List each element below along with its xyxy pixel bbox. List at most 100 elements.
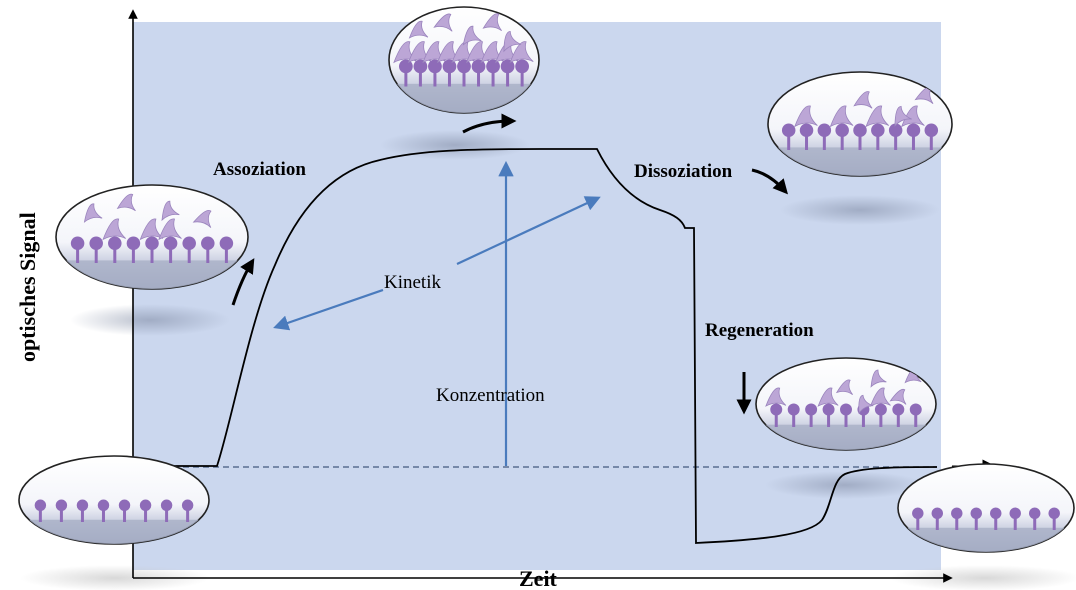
receptor-head <box>871 123 885 137</box>
analyte-molecule <box>870 369 887 388</box>
receptor-head <box>781 123 796 137</box>
kinetics-arrow-right <box>456 196 601 265</box>
association-label: Assoziation <box>213 159 306 180</box>
receptor-head <box>990 507 1002 519</box>
receptor-surface-saturated-illustration <box>388 6 540 114</box>
shadow <box>20 565 210 590</box>
receptor-head <box>486 59 500 74</box>
analyte-molecule <box>894 105 912 127</box>
kinetics-label: Kinetik <box>384 272 441 293</box>
receptor-head <box>34 499 47 511</box>
x-axis-title: Zeit <box>519 566 558 590</box>
receptor-head <box>139 499 152 511</box>
receptor-head <box>145 236 159 251</box>
receptor-head <box>97 499 110 511</box>
receptor-surface-regenerating-illustration <box>755 357 937 451</box>
receptor-head <box>931 507 944 519</box>
receptor-head <box>428 59 442 74</box>
receptor-head <box>840 403 852 416</box>
receptor-head <box>888 123 903 137</box>
receptor-head <box>822 403 835 416</box>
analyte-molecule <box>482 13 502 32</box>
receptor-head <box>817 123 832 137</box>
shadow <box>380 130 530 160</box>
receptor-head <box>970 507 982 519</box>
sensorgram-curve <box>133 148 938 544</box>
receptor-head <box>118 499 131 511</box>
receptor-head <box>55 499 68 511</box>
receptor-head <box>500 59 515 74</box>
receptor-head <box>951 507 963 519</box>
receptor-head <box>160 499 173 511</box>
receptor-head <box>413 59 428 74</box>
analyte-molecule <box>869 387 891 407</box>
receptor-head <box>924 123 939 137</box>
kinetics-arrow-left <box>273 288 384 331</box>
receptor-head <box>89 236 103 251</box>
concentration-label: Konzentration <box>436 385 545 406</box>
analyte-molecule <box>433 13 453 32</box>
receptor-head <box>163 236 178 251</box>
receptor-head <box>1028 507 1041 519</box>
shadow <box>70 304 230 336</box>
analyte-molecule <box>509 41 534 64</box>
analyte-molecule <box>853 91 873 109</box>
receptor-head <box>770 403 783 416</box>
receptor-head <box>457 59 471 74</box>
arrow-dissociation <box>751 168 788 195</box>
receptor-head <box>853 123 867 137</box>
receptor-head <box>76 499 89 511</box>
receptor-head <box>219 236 234 251</box>
analyte-molecule <box>858 394 874 415</box>
receptor-head <box>181 499 194 511</box>
y-axis-title: optisches Signal <box>15 212 40 362</box>
analyte-molecule <box>914 86 934 104</box>
receptor-head <box>515 59 530 74</box>
analyte-molecule <box>765 387 787 407</box>
receptor-head <box>108 236 122 251</box>
shadow <box>890 565 1076 590</box>
analyte-molecule <box>158 218 182 241</box>
analyte-molecule <box>835 379 853 396</box>
analyte-molecule <box>503 30 522 53</box>
analyte-molecule <box>408 20 429 39</box>
receptor-head <box>835 123 849 137</box>
receptor-head <box>909 403 922 416</box>
analyte-molecule <box>829 105 854 128</box>
regeneration-label: Regeneration <box>705 320 814 341</box>
receptor-head <box>799 123 814 137</box>
analyte-molecule <box>889 388 907 405</box>
shadow <box>780 195 940 225</box>
analyte-molecule <box>116 193 136 212</box>
receptor-surface-empty-illustration <box>897 463 1075 553</box>
receptor-head <box>398 59 413 74</box>
analyte-molecule <box>161 200 180 222</box>
analyte-molecule <box>83 203 103 223</box>
analyte-molecule <box>462 25 482 46</box>
receptor-head <box>912 507 924 519</box>
receptor-head <box>201 236 215 251</box>
dissociation-label: Dissoziation <box>634 161 733 182</box>
arrow-association <box>231 258 255 306</box>
receptor-head <box>442 59 457 74</box>
analyte-molecule <box>865 105 890 128</box>
analyte-molecule <box>102 218 126 241</box>
shadow <box>765 471 925 499</box>
analyte-molecule <box>901 105 925 128</box>
receptor-head <box>1009 507 1021 519</box>
analyte-molecule <box>794 105 818 128</box>
receptor-head <box>70 236 85 251</box>
receptor-head <box>805 403 818 416</box>
receptor-head <box>874 403 887 416</box>
analyte-molecule <box>817 387 839 407</box>
receptor-head <box>182 236 196 251</box>
receptor-head <box>892 403 905 416</box>
receptor-head <box>471 59 486 74</box>
receptor-head <box>787 403 800 416</box>
receptor-head <box>906 123 921 137</box>
arrow-equilibrium <box>462 113 517 134</box>
receptor-head <box>126 236 141 251</box>
receptor-head <box>1048 507 1060 519</box>
analyte-molecule <box>139 218 164 241</box>
